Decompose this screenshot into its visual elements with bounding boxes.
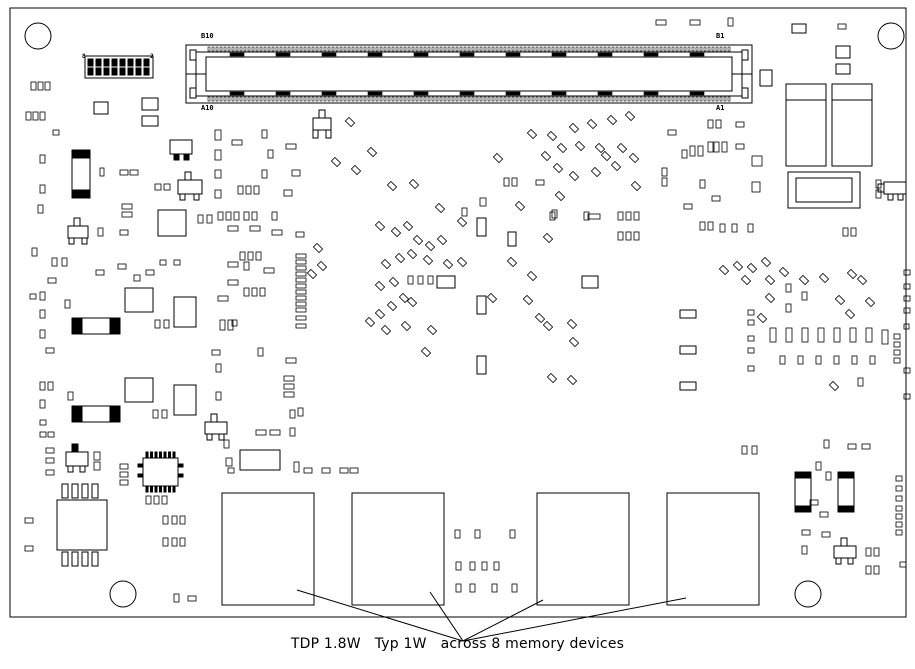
fuse	[837, 471, 855, 513]
ic-chip	[56, 499, 108, 551]
power-caption: TDP 1.8W Typ 1W across 8 memory devices	[290, 636, 625, 652]
fuse	[71, 317, 121, 335]
header-pin-label: 2	[150, 53, 154, 60]
ic-chip	[157, 209, 187, 237]
ic-chip	[173, 296, 197, 328]
ic-chip	[124, 287, 154, 313]
transistor	[65, 443, 89, 473]
main-connector	[185, 44, 753, 104]
capacitor	[795, 177, 853, 203]
transistor	[67, 217, 89, 245]
fuse	[71, 405, 121, 423]
board-outline	[9, 7, 907, 618]
connector-label-a10: A10	[201, 104, 214, 112]
package-pins	[61, 483, 99, 567]
pin-header	[84, 55, 154, 79]
header-pin-label: 8	[82, 53, 86, 60]
fuse	[794, 471, 812, 513]
capacitor	[785, 83, 827, 167]
transistor	[877, 181, 907, 201]
mounting-hole	[877, 22, 905, 50]
rotated-components	[306, 110, 876, 392]
ic-chip	[142, 457, 179, 487]
transistor	[204, 413, 228, 441]
capacitor	[787, 171, 861, 209]
mounting-hole	[109, 580, 137, 608]
transistor	[833, 537, 857, 565]
callout-lines	[296, 589, 687, 642]
mounting-hole	[794, 580, 822, 608]
capacitor	[831, 83, 873, 167]
connector-label-a1: A1	[716, 104, 725, 112]
transistor	[169, 139, 193, 161]
memory-device	[536, 492, 630, 606]
transistor	[312, 109, 332, 139]
ic-chip	[124, 377, 154, 403]
memory-device	[221, 492, 315, 606]
connector-label-b10: B10	[201, 32, 214, 40]
memory-device	[666, 492, 760, 606]
passive-components	[24, 17, 911, 603]
ic-chip	[173, 384, 197, 416]
memory-device	[351, 492, 445, 606]
soic-chip	[137, 451, 184, 493]
mounting-hole	[24, 22, 52, 50]
connector-pin-rows	[207, 46, 731, 102]
connector-label-b1: B1	[716, 32, 725, 40]
transistor	[177, 171, 203, 201]
ic-chip	[239, 449, 281, 471]
fuse	[71, 149, 91, 199]
